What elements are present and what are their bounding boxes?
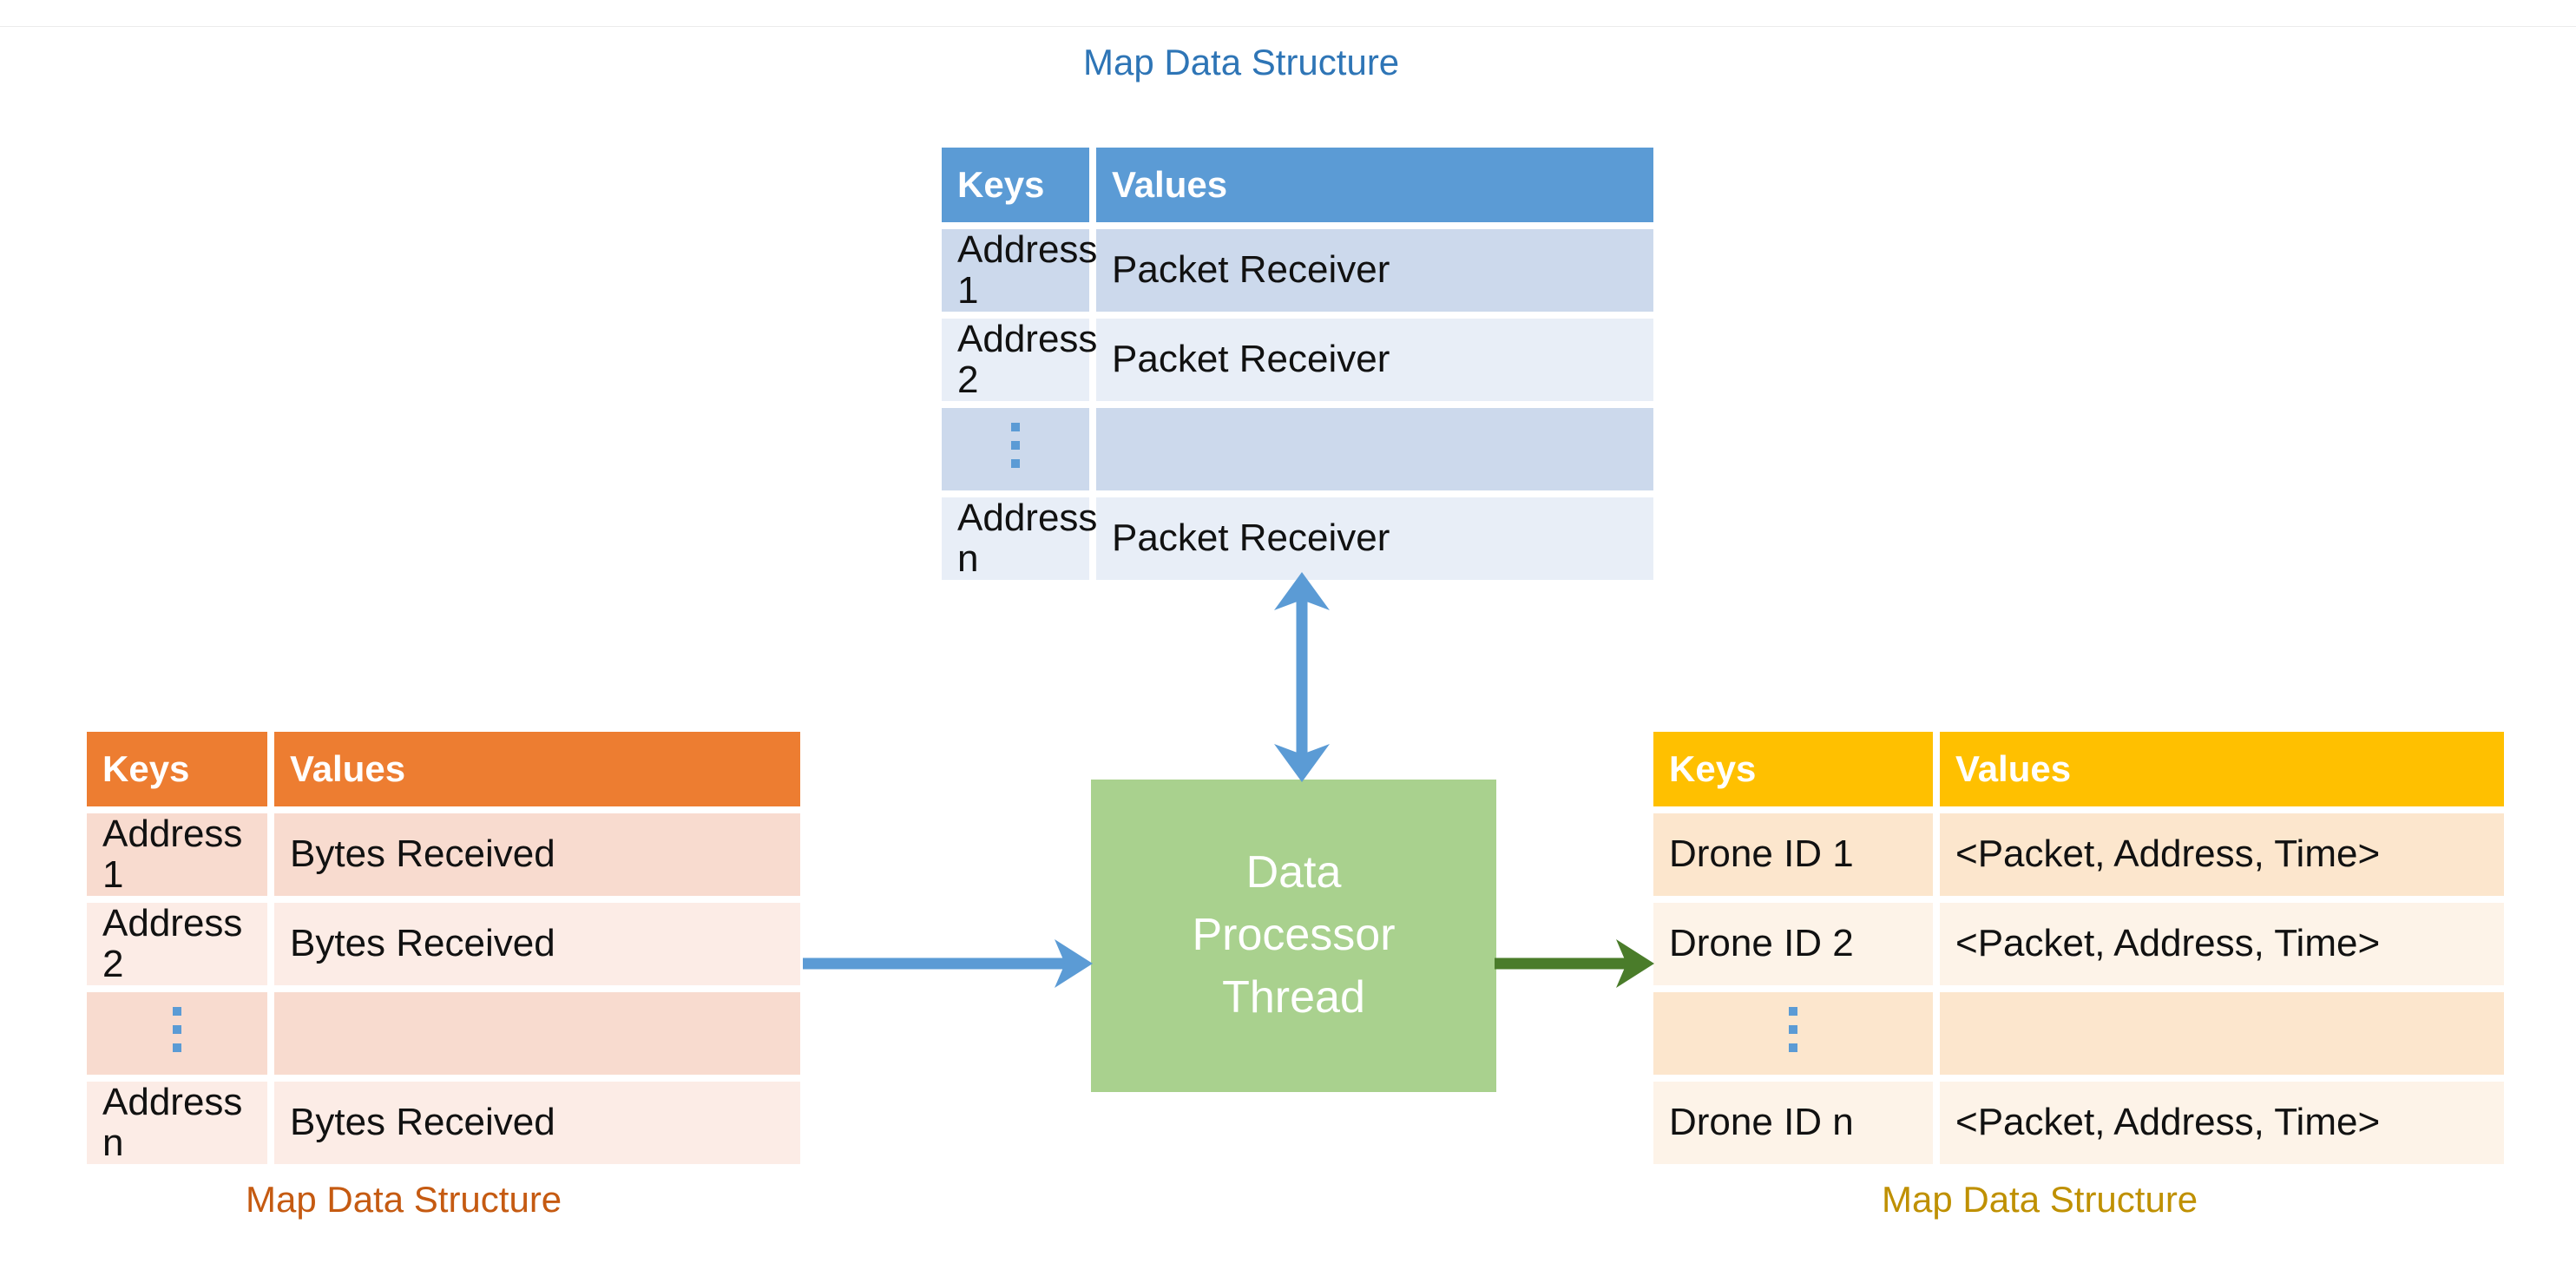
cell-value: <Packet, Address, Time> — [1940, 1082, 2504, 1164]
vertical-ellipsis-icon — [1789, 1006, 1797, 1052]
table-row: Address 2 Packet Receiver — [942, 319, 1653, 401]
header-gutter — [267, 732, 274, 806]
cell-value: Bytes Received — [274, 903, 800, 985]
processor-line-1: Data — [1245, 847, 1342, 898]
row-gap — [1653, 1075, 2504, 1082]
vertical-ellipsis-icon — [1011, 422, 1020, 468]
cell-value: Bytes Received — [274, 1082, 800, 1164]
cell-gutter — [1933, 813, 1940, 896]
table-header-row: Keys Values — [1653, 732, 2504, 806]
header-gutter — [1089, 148, 1096, 222]
caption-right-map: Map Data Structure — [1882, 1179, 2198, 1220]
cell-value: Packet Receiver — [1096, 319, 1653, 401]
table-header-row: Keys Values — [942, 148, 1653, 222]
cell-gutter — [267, 992, 274, 1075]
processor-line-2: Processor — [1192, 910, 1396, 961]
cell-key: Drone ID 2 — [1653, 903, 1933, 985]
table-row: Drone ID 2 <Packet, Address, Time> — [1653, 903, 2504, 985]
cell-key: Drone ID n — [1653, 1082, 1933, 1164]
header-values: Values — [1096, 148, 1653, 222]
row-gap — [1653, 806, 2504, 813]
row-gap — [87, 985, 800, 992]
caption-top-map: Map Data Structure — [1083, 42, 1400, 82]
table-row: Address 1 Packet Receiver — [942, 229, 1653, 312]
row-gap — [942, 312, 1653, 319]
data-processor-thread-box: Data Processor Thread — [1091, 780, 1496, 1092]
header-values: Values — [1940, 732, 2504, 806]
cell-key: Address 1 — [87, 813, 267, 896]
table-row-ellipsis — [87, 992, 800, 1075]
row-gap — [1653, 985, 2504, 992]
cell-ellipsis — [942, 408, 1089, 490]
table-row: Address n Bytes Received — [87, 1082, 800, 1164]
table-row-ellipsis — [942, 408, 1653, 490]
header-keys: Keys — [87, 732, 267, 806]
table-row: Address n Packet Receiver — [942, 497, 1653, 580]
row-gap — [87, 806, 800, 813]
cell-key: Address 2 — [942, 319, 1097, 401]
cell-value: Bytes Received — [274, 813, 800, 896]
processor-line-3: Thread — [1222, 971, 1365, 1023]
vertical-ellipsis-icon — [173, 1006, 181, 1052]
cell-key: Drone ID 1 — [1653, 813, 1933, 896]
cell-gutter — [267, 813, 274, 896]
cell-value: Packet Receiver — [1096, 229, 1653, 312]
table-row: Drone ID n <Packet, Address, Time> — [1653, 1082, 2504, 1164]
cell-key: Address n — [87, 1082, 267, 1164]
table-header-row: Keys Values — [87, 732, 800, 806]
header-keys: Keys — [942, 148, 1089, 222]
table-drone-packet-map: Keys Values Drone ID 1 <Packet, Address,… — [1653, 732, 2504, 1164]
caption-left-map: Map Data Structure — [246, 1179, 562, 1220]
cell-key: Address 1 — [942, 229, 1097, 312]
cell-gutter — [1089, 408, 1096, 490]
cell-gutter — [1089, 319, 1096, 401]
table-row: Address 1 Bytes Received — [87, 813, 800, 896]
cell-value-empty — [1096, 408, 1653, 490]
arrow-left-table-to-processor — [803, 939, 1093, 988]
table-bytes-received-map: Keys Values Address 1 Bytes Received Add… — [87, 732, 800, 1164]
cell-value: <Packet, Address, Time> — [1940, 903, 2504, 985]
header-keys: Keys — [1653, 732, 1933, 806]
top-divider-line — [0, 26, 2576, 27]
row-gap — [942, 222, 1653, 229]
cell-gutter — [1933, 903, 1940, 985]
cell-ellipsis — [1653, 992, 1933, 1075]
cell-key: Address 2 — [87, 903, 267, 985]
cell-gutter — [267, 1082, 274, 1164]
cell-key: Address n — [942, 497, 1097, 580]
cell-gutter — [1089, 229, 1096, 312]
cell-gutter — [1933, 1082, 1940, 1164]
table-row-ellipsis — [1653, 992, 2504, 1075]
cell-gutter — [1933, 992, 1940, 1075]
cell-value-empty — [1940, 992, 2504, 1075]
cell-value: <Packet, Address, Time> — [1940, 813, 2504, 896]
row-gap — [942, 401, 1653, 408]
table-packet-receiver-map: Keys Values Address 1 Packet Receiver Ad… — [942, 148, 1653, 580]
arrow-processor-to-top-table — [1274, 572, 1330, 782]
cell-value: Packet Receiver — [1096, 497, 1653, 580]
header-gutter — [1933, 732, 1940, 806]
row-gap — [1653, 896, 2504, 903]
cell-value-empty — [274, 992, 800, 1075]
header-values: Values — [274, 732, 800, 806]
row-gap — [942, 490, 1653, 497]
row-gap — [87, 896, 800, 903]
cell-ellipsis — [87, 992, 267, 1075]
table-row: Drone ID 1 <Packet, Address, Time> — [1653, 813, 2504, 896]
cell-gutter — [267, 903, 274, 985]
table-row: Address 2 Bytes Received — [87, 903, 800, 985]
row-gap — [87, 1075, 800, 1082]
arrow-processor-to-right-table — [1495, 939, 1654, 988]
cell-gutter — [1089, 497, 1096, 580]
